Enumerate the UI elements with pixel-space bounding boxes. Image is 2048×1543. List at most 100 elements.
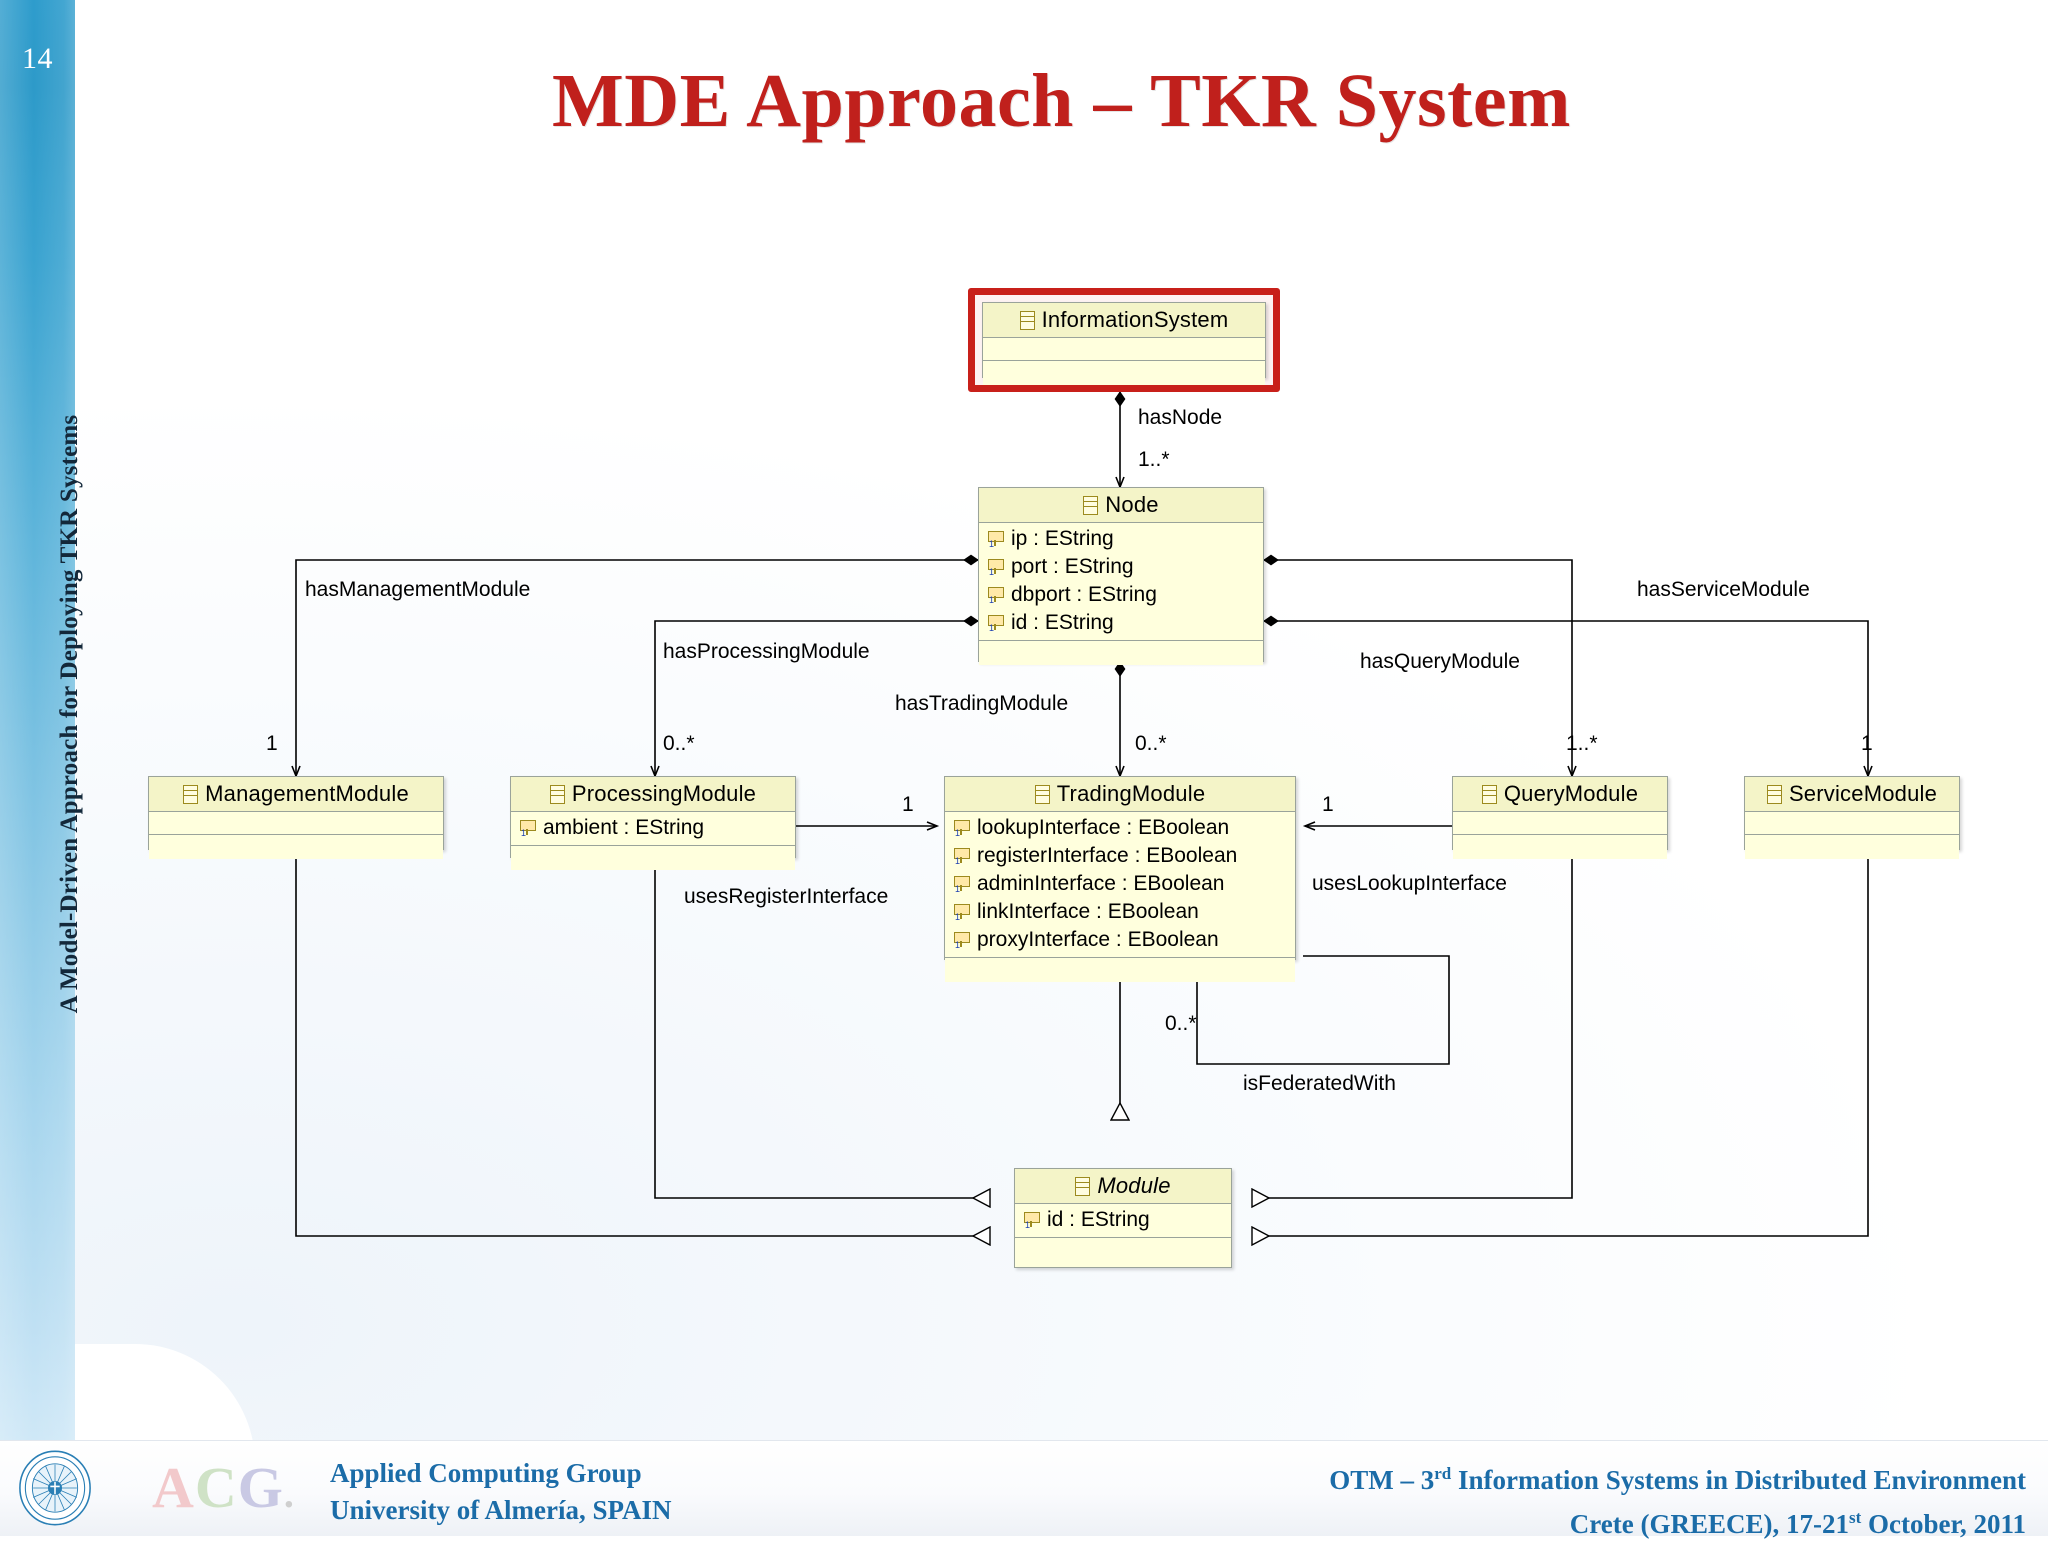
class-header-processingmodule: ProcessingModule [511, 777, 795, 812]
class-operations-compartment [1745, 835, 1959, 859]
footer-conference: OTM – 3rd Information Systems in Distrib… [1329, 1455, 2026, 1543]
class-attributes-compartment [1453, 812, 1667, 835]
class-name: ManagementModule [205, 781, 409, 806]
page-number: 14 [22, 42, 53, 75]
class-icon [183, 784, 199, 804]
attribute-icon: 1 [520, 820, 536, 838]
assoc-label-usesregisterinterface: usesRegisterInterface [684, 885, 889, 908]
class-name: ProcessingModule [571, 781, 757, 806]
class-icon [1083, 495, 1099, 515]
conf-line2-b: October, 2011 [1861, 1509, 2026, 1539]
footer-org-line1: Applied Computing Group [330, 1458, 642, 1488]
acg-logo: ACG. [152, 1455, 295, 1520]
attribute-row: 1 registerInterface : EBoolean [945, 842, 1295, 870]
attribute-icon: 1 [988, 559, 1004, 577]
attribute-row: 1 ip : EString [979, 525, 1263, 553]
class-icon [1766, 784, 1782, 804]
class-box-module[interactable]: Module 1 id : EString [1014, 1168, 1232, 1268]
diagram-connectors [291, 391, 1873, 1441]
class-box-managementmodule[interactable]: ManagementModule [148, 776, 444, 859]
slide-footer: ACG. Applied Computing Group University … [0, 1440, 2048, 1539]
attribute-label: ip : EString [1011, 527, 1114, 550]
attribute-icon: 1 [1024, 1212, 1040, 1230]
class-attributes-compartment [1745, 812, 1959, 835]
attribute-row: 1 id : EString [979, 609, 1263, 637]
page-title: MDE Approach – TKR System [552, 59, 1571, 143]
attribute-label: lookupInterface : EBoolean [977, 816, 1230, 839]
class-icon [549, 784, 565, 804]
attribute-icon: 1 [988, 531, 1004, 549]
assoc-mult-hasquerymodule: 1..* [1566, 732, 1598, 755]
assoc-label-hasprocessingmodule: hasProcessingModule [663, 640, 870, 663]
assoc-label-hasquerymodule: hasQueryModule [1360, 650, 1520, 673]
attribute-row: 1 port : EString [979, 553, 1263, 581]
attribute-icon: 1 [954, 848, 970, 866]
class-icon [1075, 1176, 1091, 1196]
attribute-row: 1 id : EString [1015, 1206, 1231, 1234]
conf-line1-sup: rd [1434, 1464, 1452, 1483]
class-icon [1034, 784, 1050, 804]
attribute-icon: 1 [988, 587, 1004, 605]
class-box-informationsystem[interactable]: InformationSystem [982, 302, 1266, 385]
assoc-label-isfederatedwith: isFederatedWith [1243, 1072, 1396, 1095]
class-operations-compartment [979, 641, 1263, 665]
class-operations-compartment [1453, 835, 1667, 859]
class-header-servicemodule: ServiceModule [1745, 777, 1959, 812]
assoc-label-hastradingmodule: hasTradingModule [895, 692, 1069, 715]
conf-line2-sup: st [1848, 1508, 1862, 1527]
class-box-servicemodule[interactable]: ServiceModule [1744, 776, 1960, 859]
class-name: InformationSystem [1041, 307, 1229, 332]
attribute-label: port : EString [1011, 555, 1134, 578]
attribute-icon: 1 [988, 615, 1004, 633]
footer-organization: Applied Computing Group University of Al… [330, 1455, 671, 1529]
class-box-querymodule[interactable]: QueryModule [1452, 776, 1668, 859]
assoc-label-hasnode: hasNode [1138, 406, 1223, 429]
attribute-row: 1 ambient : EString [511, 814, 795, 842]
class-name: QueryModule [1503, 781, 1639, 806]
class-operations-compartment [945, 958, 1295, 982]
class-attributes-compartment: 1 ip : EString 1 port : EString 1 dbport… [979, 523, 1263, 641]
class-name: ServiceModule [1788, 781, 1938, 806]
class-operations-compartment [1015, 1238, 1231, 1262]
class-name: TradingModule [1056, 781, 1206, 806]
class-icon [1481, 784, 1497, 804]
class-header-node: Node [979, 488, 1263, 523]
class-operations-compartment [149, 835, 443, 859]
class-attributes-compartment: 1 ambient : EString [511, 812, 795, 846]
attribute-icon: 1 [954, 932, 970, 950]
attribute-label: ambient : EString [543, 816, 705, 839]
class-name: Node [1105, 492, 1159, 517]
class-header-tradingmodule: TradingModule [945, 777, 1295, 812]
attribute-row: 1 lookupInterface : EBoolean [945, 814, 1295, 842]
class-box-tradingmodule[interactable]: TradingModule 1 lookupInterface : EBoole… [944, 776, 1296, 982]
class-attributes-compartment: 1 lookupInterface : EBoolean 1 registerI… [945, 812, 1295, 958]
class-attributes-compartment [149, 812, 443, 835]
attribute-label: id : EString [1047, 1208, 1150, 1231]
footer-org-line2: University of Almería, SPAIN [330, 1495, 672, 1525]
uml-class-diagram: InformationSystem Node 1 ip : EString 1 … [148, 288, 1960, 1441]
class-operations-compartment [511, 846, 795, 870]
assoc-mult-isfederatedwith: 0..* [1165, 1012, 1197, 1035]
attribute-row: 1 adminInterface : EBoolean [945, 870, 1295, 898]
attribute-label: dbport : EString [1011, 583, 1157, 606]
sidebar-rail [0, 0, 75, 1441]
class-box-processingmodule[interactable]: ProcessingModule 1 ambient : EString [510, 776, 796, 870]
class-icon [1019, 310, 1035, 330]
assoc-mult-hasmanagementmodule: 1 [266, 732, 278, 755]
conf-line2-a: Crete (GREECE), 17-21 [1569, 1509, 1849, 1539]
attribute-icon: 1 [954, 876, 970, 894]
attribute-icon: 1 [954, 820, 970, 838]
attribute-row: 1 linkInterface : EBoolean [945, 898, 1295, 926]
assoc-label-hasmanagementmodule: hasManagementModule [305, 578, 531, 601]
class-operations-compartment [983, 361, 1265, 385]
assoc-mult-hastradingmodule: 0..* [1135, 732, 1167, 755]
attribute-row: 1 dbport : EString [979, 581, 1263, 609]
sidebar-rail-sheen [0, 0, 75, 1441]
attribute-label: linkInterface : EBoolean [977, 900, 1199, 923]
class-box-node[interactable]: Node 1 ip : EString 1 port : EString 1 d… [978, 487, 1264, 665]
class-attributes-compartment: 1 id : EString [1015, 1204, 1231, 1238]
class-name: Module [1097, 1173, 1171, 1198]
attribute-row: 1 proxyInterface : EBoolean [945, 926, 1295, 954]
attribute-icon: 1 [954, 904, 970, 922]
